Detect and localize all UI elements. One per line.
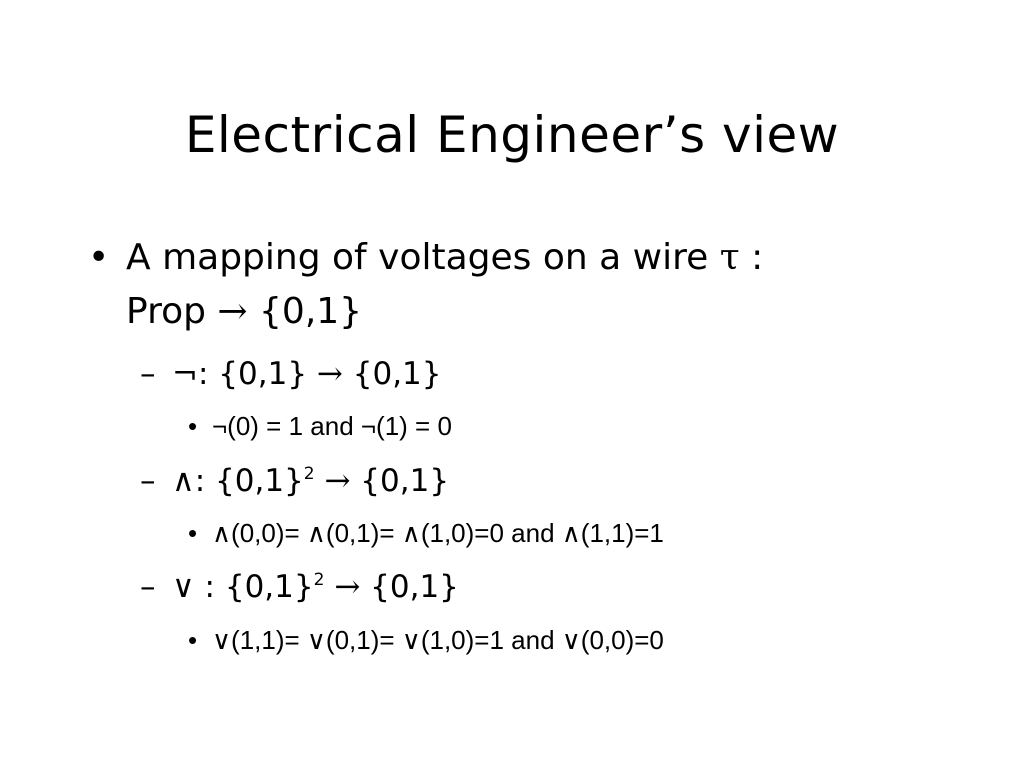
or-symbol: ∨ [172,569,195,605]
tau-symbol: τ [719,237,740,278]
sub-domain-exp: 2 [313,570,325,591]
sub-domain-exp: 2 [303,464,315,485]
sub-marker: – [140,356,156,392]
bullet-line-2: Prop → {0,1} [126,286,362,338]
detail-disjunction: ∨(1,1)= ∨(0,1)= ∨(1,0)=1 and ∨(0,0)=0 [212,625,664,655]
arrow-symbol: → [316,356,343,392]
detail-marker: • [188,625,198,655]
and-symbol: ∧ [172,463,195,499]
sub-domain: {0,1} [218,356,308,392]
sub-marker: – [140,569,156,605]
sub-sep: : [197,356,219,392]
sub-marker: – [140,463,156,499]
sub-item-disjunction: ∨ : {0,1}2 → {0,1} [172,566,459,608]
arrow-symbol: → [334,569,361,605]
bullet-line-1: A mapping of voltages on a wire τ : [126,232,763,284]
arrow-symbol: → [324,463,351,499]
sub-codomain: {0,1} [342,356,442,392]
arrow-symbol: → [217,291,248,332]
not-symbol: ¬ [172,356,198,392]
sub-item-negation: ¬: {0,1} → {0,1} [172,353,442,395]
detail-marker: • [188,411,198,441]
bullet-colon: : [739,237,764,278]
sub-sep: : [194,463,216,499]
detail-negation: ¬(0) = 1 and ¬(1) = 0 [212,411,452,441]
detail-conjunction: ∧(0,0)= ∧(0,1)= ∧(1,0)=0 and ∧(1,1)=1 [212,518,664,548]
sub-domain: {0,1} [224,569,314,605]
sub-domain: {0,1} [215,463,304,499]
sub-codomain: {0,1} [360,569,459,605]
bullet-marker: • [88,237,110,278]
bullet-codomain: {0,1} [247,291,363,332]
sub-item-conjunction: ∧: {0,1}2 → {0,1} [172,460,449,502]
bullet-text-prop: Prop [126,291,218,332]
bullet-text: A mapping of voltages on a wire [126,237,720,278]
slide-title: Electrical Engineer’s view [184,106,840,164]
sub-codomain: {0,1} [350,463,450,499]
sub-sep: : [194,569,225,605]
detail-marker: • [188,518,198,548]
